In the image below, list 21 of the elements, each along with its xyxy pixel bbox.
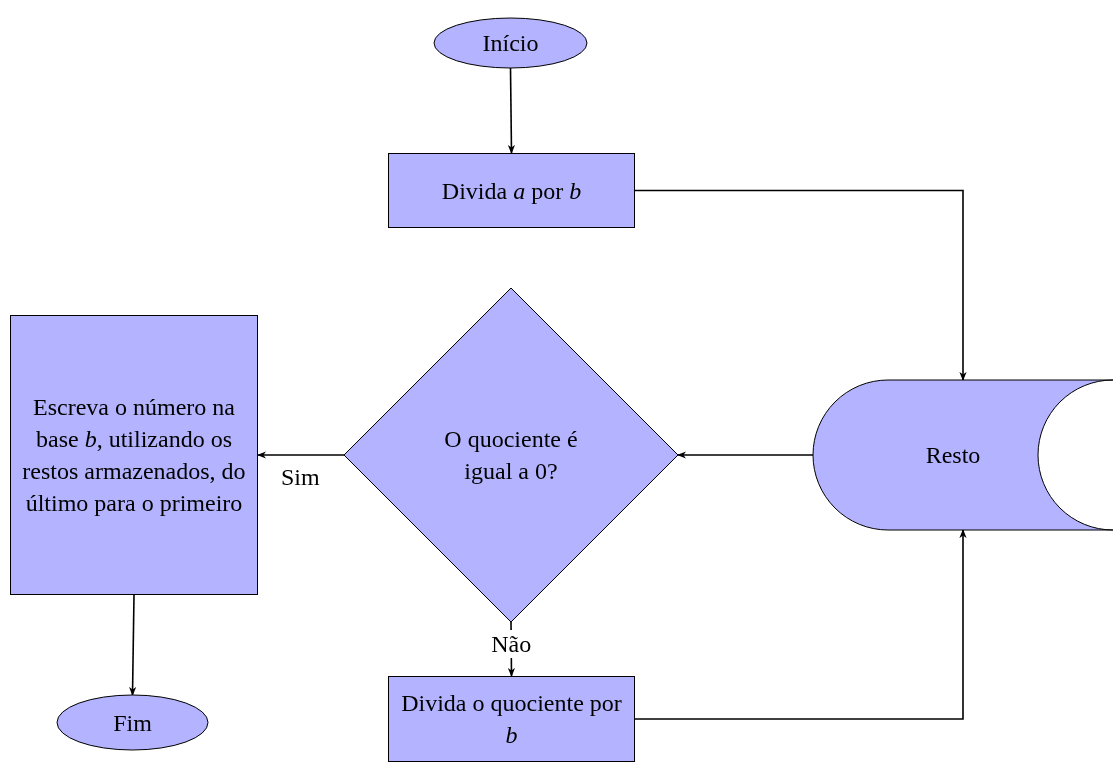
node-text: Divida o quociente por b — [400, 689, 623, 750]
terminal-ellipse — [434, 18, 587, 68]
node-text: Escreva o número na base b, utilizando os restos armazenados, do último para o primeiro — [21, 393, 247, 518]
process-box — [388, 676, 635, 762]
arrow — [129, 594, 137, 696]
arrow — [634, 529, 967, 720]
process-box — [388, 153, 635, 228]
stored-data-shape — [813, 380, 1113, 530]
process-box — [10, 315, 258, 595]
arrow — [257, 451, 345, 459]
node-text: Fim — [113, 708, 152, 738]
node-text: Divida a por b — [441, 176, 582, 206]
terminal-ellipse — [57, 695, 208, 750]
edge-label: Não — [489, 630, 534, 658]
arrow — [634, 189, 967, 381]
decision-diamond — [344, 288, 678, 622]
node-text: Início — [482, 29, 539, 58]
node-text: O quociente é igual a 0? — [443, 425, 579, 486]
arrow — [507, 67, 515, 154]
arrow — [677, 451, 814, 459]
node-text: Resto — [925, 441, 981, 470]
